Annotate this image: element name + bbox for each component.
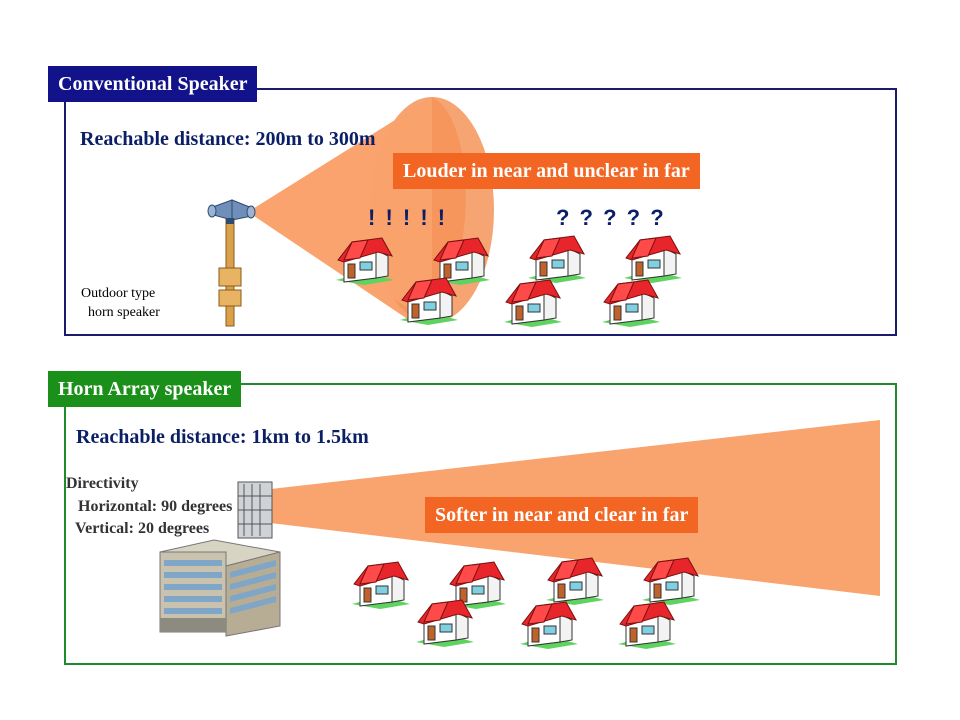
conventional-callout: Louder in near and unclear in far <box>393 153 700 189</box>
house-icon <box>350 560 412 610</box>
house-icon <box>334 236 396 286</box>
conventional-speaker-tab: Conventional Speaker <box>48 66 258 102</box>
house-icon <box>640 556 702 606</box>
house-icon <box>518 600 580 650</box>
house-icon <box>502 278 564 328</box>
directivity-title: Directivity <box>66 475 139 492</box>
house-icon <box>544 556 606 606</box>
house-icon <box>616 600 678 650</box>
house-icon <box>622 234 684 284</box>
horn-speaker-icon <box>207 199 256 327</box>
house-icon <box>398 276 460 326</box>
house-icon <box>414 598 476 648</box>
horn-array-speaker-tab: Horn Array speaker <box>48 371 242 407</box>
conventional-frame <box>64 88 897 336</box>
office-building-icon <box>159 539 281 637</box>
horn-array-callout: Softer in near and clear in far <box>425 497 699 533</box>
exclamation-marks: ! ! ! ! ! <box>368 205 448 230</box>
horn-array-speaker-icon <box>237 481 273 539</box>
speaker-label-line1: Outdoor type <box>81 286 156 301</box>
house-icon <box>600 278 662 328</box>
horn-array-frame <box>64 383 897 665</box>
directivity-horizontal: Horizontal: 90 degrees <box>78 498 233 515</box>
question-marks: ? ? ? ? ? <box>556 205 666 230</box>
conventional-reach-distance: Reachable distance: 200m to 300m <box>80 128 376 150</box>
house-icon <box>526 234 588 284</box>
horn-array-reach-distance: Reachable distance: 1km to 1.5km <box>76 426 369 448</box>
speaker-label-line2: horn speaker <box>88 305 160 320</box>
directivity-vertical: Vertical: 20 degrees <box>75 520 210 537</box>
